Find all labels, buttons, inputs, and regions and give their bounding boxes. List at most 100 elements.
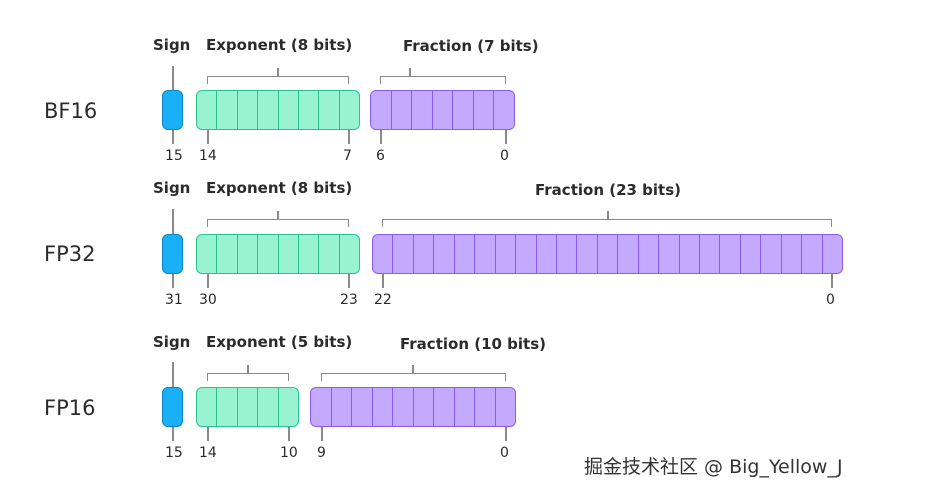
bit-cell bbox=[319, 91, 340, 129]
fraction-end-index: 0 bbox=[500, 148, 509, 164]
bit-cell bbox=[414, 235, 435, 273]
exponent-end-index: 10 bbox=[280, 445, 298, 461]
bit-cell bbox=[455, 235, 476, 273]
sign-bit-index: 15 bbox=[165, 445, 183, 461]
bit-cell bbox=[279, 91, 299, 129]
fraction-end-tick bbox=[831, 274, 833, 288]
bit-cell bbox=[823, 235, 842, 273]
bit-cell bbox=[496, 235, 517, 273]
exponent-heading: Exponent (8 bits) bbox=[206, 179, 353, 197]
exponent-heading: Exponent (8 bits) bbox=[206, 36, 353, 54]
bit-cell bbox=[393, 388, 414, 426]
bit-cell bbox=[258, 235, 279, 273]
fraction-brace bbox=[382, 219, 832, 227]
sign-tick bbox=[172, 209, 174, 234]
exponent-brace bbox=[277, 68, 279, 76]
bit-cell bbox=[238, 91, 259, 129]
bit-cell bbox=[474, 91, 495, 129]
exponent-bits bbox=[196, 234, 360, 274]
bit-cell bbox=[311, 388, 332, 426]
bit-cell bbox=[340, 235, 359, 273]
sign-tick bbox=[172, 66, 174, 90]
sign-tick bbox=[172, 274, 174, 288]
fraction-heading: Fraction (7 bits) bbox=[403, 37, 539, 55]
watermark: 掘金技术社区 @ Big_Yellow_J bbox=[584, 456, 843, 478]
bit-cell bbox=[332, 388, 352, 426]
exponent-bits bbox=[196, 387, 299, 427]
bit-cell bbox=[494, 91, 514, 129]
bit-cell bbox=[299, 91, 320, 129]
exponent-start-tick bbox=[207, 427, 209, 441]
bit-cell bbox=[197, 388, 218, 426]
bit-cell bbox=[371, 91, 392, 129]
bit-cell bbox=[258, 91, 279, 129]
sign-heading: Sign bbox=[153, 179, 191, 197]
fraction-brace bbox=[607, 211, 609, 219]
bit-cell bbox=[537, 235, 557, 273]
fraction-brace bbox=[380, 76, 506, 84]
format-label: BF16 bbox=[44, 99, 98, 123]
bit-cell bbox=[639, 235, 660, 273]
fraction-bits bbox=[372, 234, 843, 274]
bit-cell bbox=[782, 235, 803, 273]
exponent-end-index: 23 bbox=[340, 292, 358, 308]
bit-cell bbox=[557, 235, 578, 273]
bit-cell bbox=[217, 388, 238, 426]
exponent-brace bbox=[277, 211, 279, 219]
bit-cell bbox=[238, 235, 259, 273]
bit-cell bbox=[197, 235, 218, 273]
fraction-brace bbox=[412, 365, 414, 373]
bit-cell bbox=[352, 388, 373, 426]
bit-cell bbox=[217, 91, 238, 129]
fraction-start-index: 6 bbox=[376, 148, 385, 164]
fraction-brace bbox=[409, 68, 411, 76]
bit-cell bbox=[475, 235, 496, 273]
exponent-start-tick bbox=[207, 274, 209, 288]
fraction-heading: Fraction (23 bits) bbox=[535, 181, 682, 199]
sign-bit bbox=[162, 90, 183, 130]
exponent-start-index: 14 bbox=[199, 445, 217, 461]
bit-cell bbox=[373, 235, 394, 273]
bit-cell bbox=[700, 235, 721, 273]
bit-cell bbox=[197, 91, 218, 129]
sign-bit bbox=[162, 234, 183, 274]
exponent-start-tick bbox=[207, 130, 209, 144]
exponent-end-index: 7 bbox=[343, 148, 352, 164]
bit-cell bbox=[434, 388, 455, 426]
bit-cell bbox=[392, 91, 413, 129]
bit-cell bbox=[340, 91, 359, 129]
bit-cell bbox=[618, 235, 639, 273]
bit-cell bbox=[598, 235, 619, 273]
fraction-start-tick bbox=[321, 427, 323, 441]
bit-cell bbox=[414, 388, 434, 426]
fraction-brace bbox=[321, 373, 506, 381]
bit-cell bbox=[659, 235, 680, 273]
bit-cell bbox=[496, 388, 516, 426]
bit-cell bbox=[577, 235, 598, 273]
bit-cell bbox=[680, 235, 700, 273]
fraction-start-tick bbox=[380, 130, 382, 144]
bit-cell bbox=[516, 235, 537, 273]
bit-cell bbox=[373, 388, 393, 426]
exponent-end-tick bbox=[348, 274, 350, 288]
exponent-end-tick bbox=[348, 130, 350, 144]
sign-bit bbox=[162, 387, 183, 427]
bit-cell bbox=[393, 235, 414, 273]
bit-cell bbox=[802, 235, 823, 273]
fraction-start-index: 22 bbox=[374, 292, 392, 308]
bit-cell bbox=[741, 235, 762, 273]
fraction-start-index: 9 bbox=[317, 445, 326, 461]
bit-cell bbox=[238, 388, 259, 426]
exponent-brace bbox=[247, 365, 249, 373]
sign-heading: Sign bbox=[153, 36, 191, 54]
exponent-start-index: 14 bbox=[199, 148, 217, 164]
exponent-end-tick bbox=[288, 427, 290, 441]
bit-cell bbox=[433, 91, 454, 129]
bit-cell bbox=[720, 235, 741, 273]
bit-cell bbox=[319, 235, 340, 273]
bit-cell bbox=[453, 91, 474, 129]
fraction-end-tick bbox=[505, 427, 507, 441]
bit-cell bbox=[475, 388, 496, 426]
format-label: FP16 bbox=[44, 396, 96, 420]
